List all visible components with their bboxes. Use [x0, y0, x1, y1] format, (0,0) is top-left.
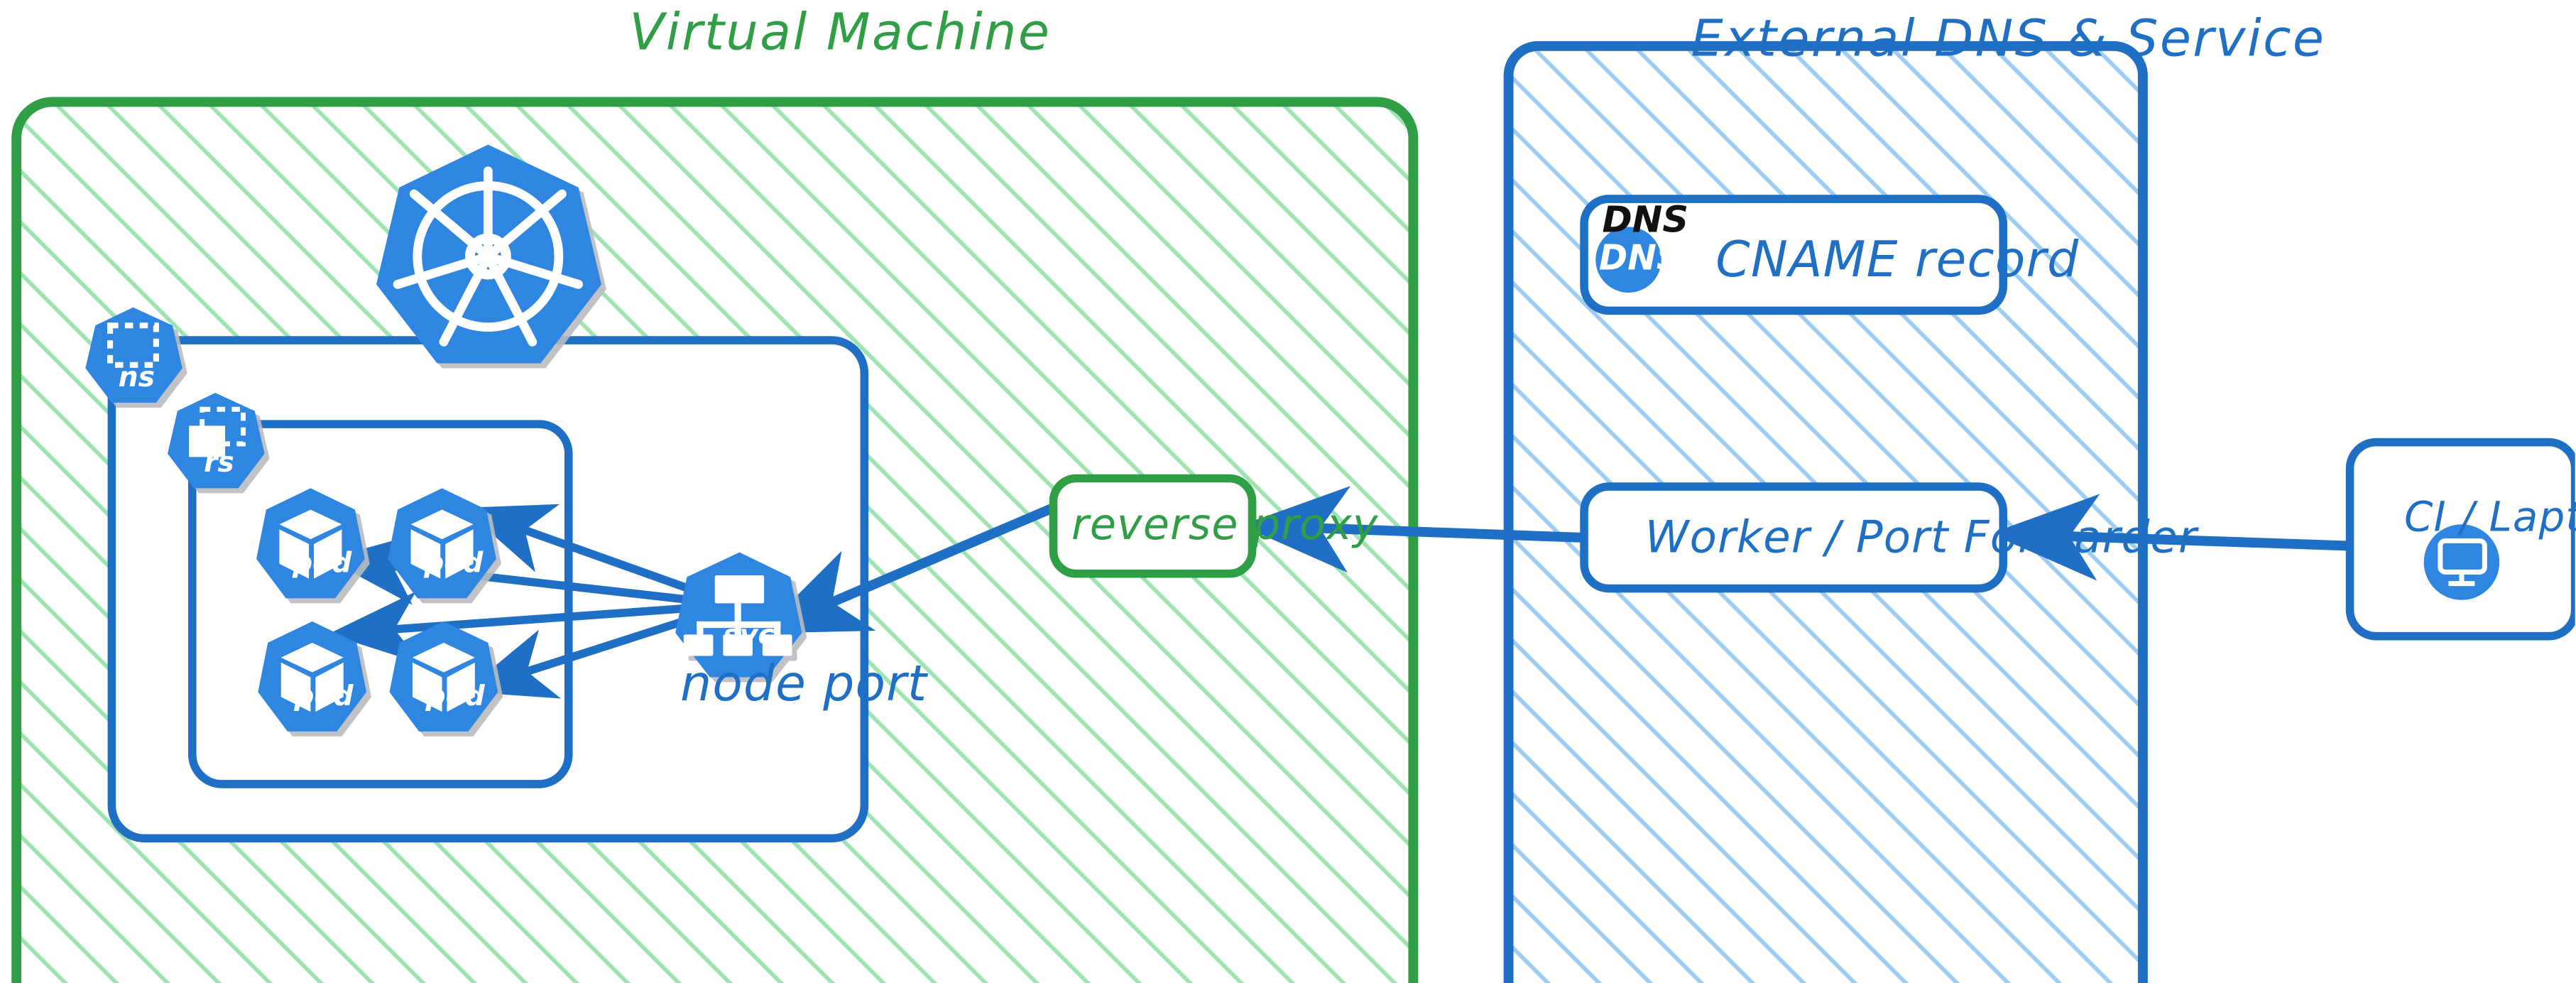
monitor-icon	[2423, 524, 2500, 600]
panel-title-virtual-machine: Virtual Machine	[629, 3, 1052, 63]
pod-icon-3	[258, 621, 367, 732]
worker-box[interactable]	[1580, 482, 2008, 593]
pod-label-4: pod	[425, 680, 485, 714]
worker-label: Worker / Port Forwarder	[1644, 513, 2198, 564]
service-node-port-label: node port	[680, 656, 928, 714]
client-label: CI / Laptop	[2403, 493, 2576, 541]
edge-reverse-proxy-to-service	[758, 501, 1059, 634]
dns-card-box[interactable]	[1580, 195, 2008, 315]
reverse-proxy-box[interactable]	[1049, 474, 1257, 578]
edge-client-to-worker	[1990, 494, 2347, 581]
namespace-badge-icon	[85, 307, 182, 403]
reverse-proxy-label: reverse proxy	[1071, 501, 1379, 551]
dns-card-tag: DNS	[1602, 200, 1689, 242]
pod-icon-2	[388, 488, 496, 599]
replicaset-container	[187, 420, 573, 788]
edge-svc-pod-3	[328, 591, 735, 664]
namespace-badge-label: ns	[118, 362, 155, 395]
dns-badge-label: DNS	[1598, 238, 1681, 278]
pod-icon-1	[256, 488, 365, 599]
edge-worker-to-reverse-proxy	[1240, 486, 1581, 573]
replicaset-badge-label: rs	[203, 447, 234, 480]
panel-title-external-dns-service: External DNS & Service	[1691, 9, 2326, 70]
service-badge-label: svc	[723, 619, 775, 653]
pod-label-1: pod	[292, 547, 352, 580]
dns-badge-icon	[1595, 227, 1661, 293]
pod-label-3: pod	[294, 680, 354, 714]
pod-icon-4	[389, 621, 498, 732]
replicaset-badge-icon	[168, 393, 265, 489]
pod-label-2: pod	[424, 547, 484, 580]
service-icon	[675, 552, 802, 678]
dns-card-label: CNAME record	[1715, 232, 2080, 290]
kubernetes-logo-icon	[376, 144, 602, 364]
